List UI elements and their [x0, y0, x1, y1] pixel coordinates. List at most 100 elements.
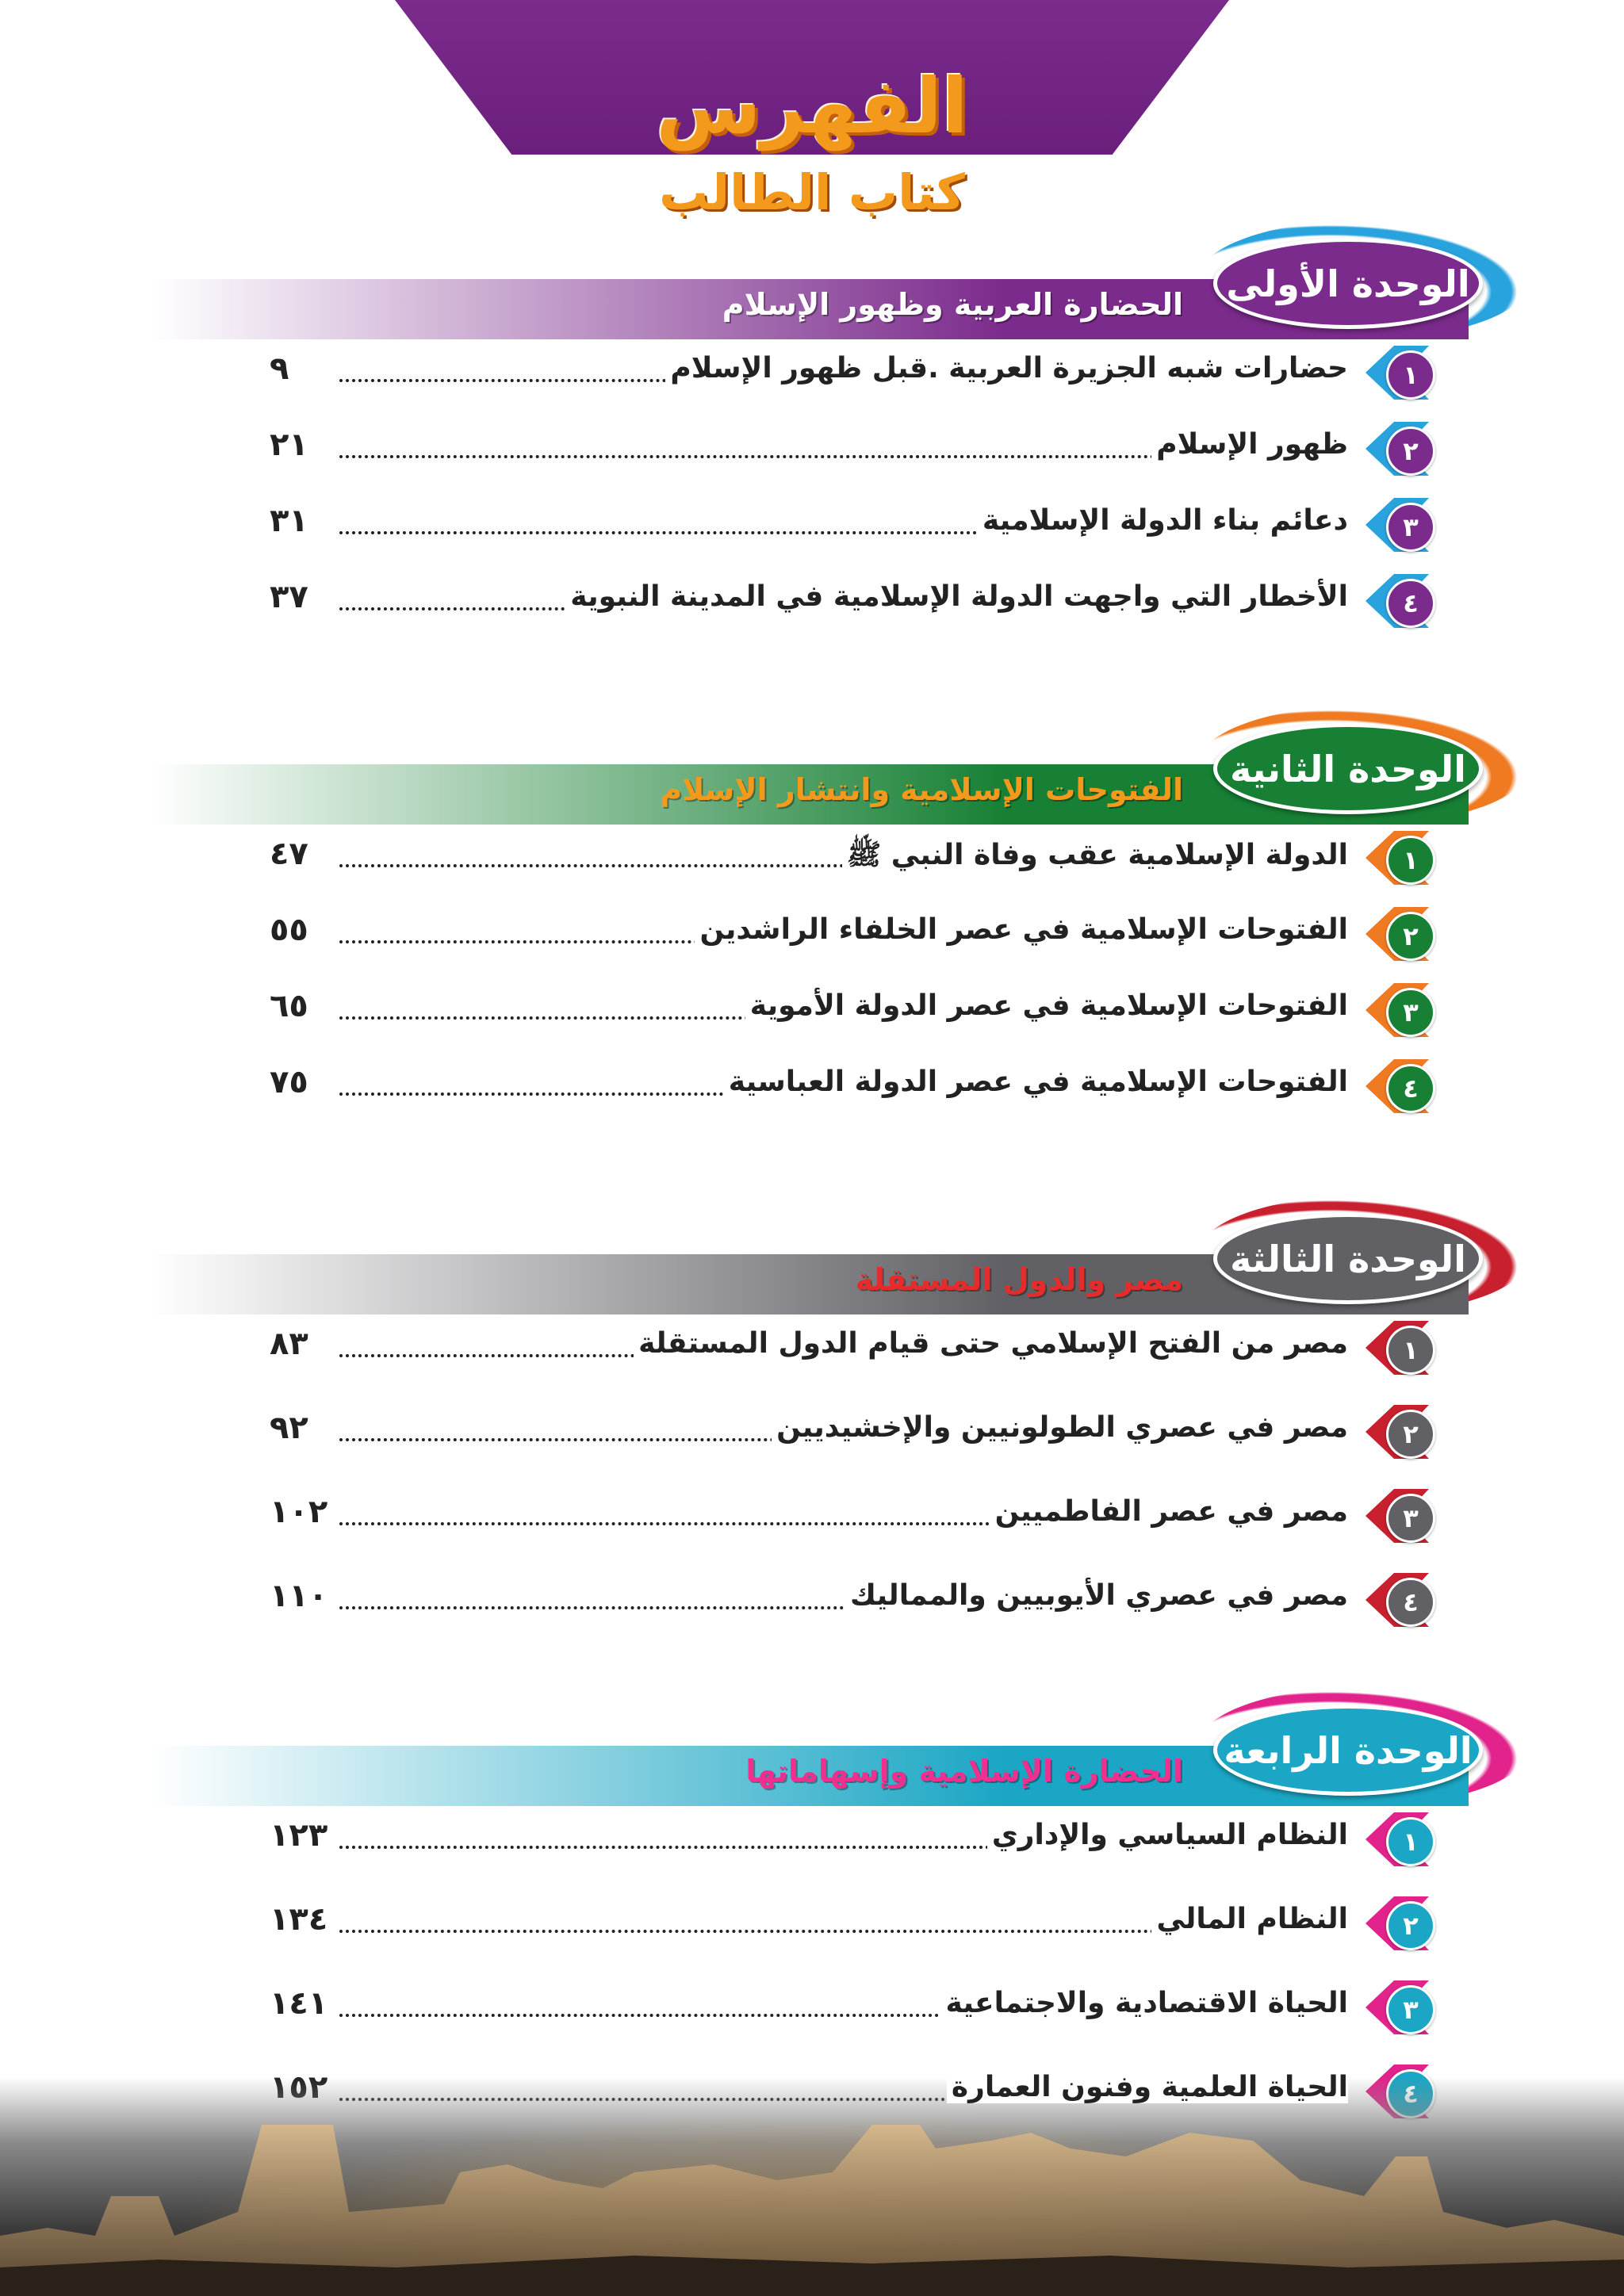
- lesson-number-marker: ١: [1364, 1321, 1435, 1375]
- lesson-title: الفتوحات الإسلامية في عصر الدولة الأموية: [745, 989, 1348, 1022]
- lesson-item[interactable]: ٣ مصر في عصر الفاطميين ١٠٢: [270, 1484, 1435, 1548]
- lesson-number-marker: ٢: [1364, 422, 1435, 476]
- dot-leader: [339, 1522, 1332, 1525]
- lesson-item[interactable]: ٤ الفتوحات الإسلامية في عصر الدولة العباس…: [270, 1054, 1435, 1118]
- lesson-number: ٢: [1386, 427, 1435, 476]
- lesson-item[interactable]: ٢ ظهور الإسلام ٢١: [270, 417, 1435, 480]
- lesson-number-marker: ٣: [1364, 983, 1435, 1037]
- lesson-page-number: ٩: [270, 350, 289, 387]
- dot-leader: [339, 1606, 1332, 1609]
- dot-leader: [339, 455, 1332, 458]
- lesson-number: ١: [1386, 350, 1435, 400]
- lesson-page-number: ٥٥: [270, 912, 308, 948]
- lesson-number-marker: ٢: [1364, 1896, 1435, 1950]
- lesson-item[interactable]: ٢ النظام المالي ١٣٤: [270, 1892, 1435, 1955]
- lesson-number: ٢: [1386, 912, 1435, 961]
- unit-label-badge: الوحدة الرابعة: [1213, 1705, 1483, 1796]
- lesson-title: دعائم بناء الدولة الإسلامية: [977, 504, 1348, 537]
- lesson-number-marker: ١: [1364, 1812, 1435, 1866]
- lesson-title: النظام السياسي والإداري: [986, 1819, 1348, 1851]
- lesson-title: الحياة الاقتصادية والاجتماعية: [940, 1987, 1348, 2019]
- dot-leader: [339, 531, 1332, 534]
- lesson-number: ٤: [1386, 579, 1435, 628]
- unit-title: الحضارة العربية وظهور الإسلام: [722, 287, 1183, 322]
- lesson-item[interactable]: ٢ الفتوحات الإسلامية في عصر الخلفاء الراش…: [270, 902, 1435, 966]
- lesson-title: النظام المالي: [1151, 1903, 1348, 1935]
- unit-section: الفتوحات الإسلامية وانتشار الإسلام الوحدة…: [0, 706, 1624, 1167]
- lesson-item[interactable]: ١ مصر من الفتح الإسلامي حتى قيام الدول ال…: [270, 1316, 1435, 1380]
- lesson-number-marker: ٤: [1364, 1573, 1435, 1627]
- lesson-page-number: ٣٧: [270, 579, 308, 615]
- lesson-item[interactable]: ١ حضارات شبه الجزيرة العربية .قبل ظهور ال…: [270, 341, 1435, 404]
- unit-label-badge: الوحدة الثالثة: [1213, 1213, 1483, 1304]
- lesson-number-marker: ٤: [1364, 1059, 1435, 1113]
- lesson-title: الأخطار التي واجهت الدولة الإسلامية في ا…: [565, 580, 1348, 613]
- dot-leader: [339, 1846, 1332, 1849]
- lesson-number: ١: [1386, 1326, 1435, 1375]
- page-title: الفهرس: [656, 62, 968, 151]
- lesson-item[interactable]: ٤ الأخطار التي واجهت الدولة الإسلامية في …: [270, 569, 1435, 633]
- unit-section: مصر والدول المستقلة الوحدة الثالثة ١ مصر من…: [0, 1196, 1624, 1657]
- lesson-page-number: ٨٣: [270, 1326, 308, 1362]
- lesson-page-number: ٤٧: [270, 836, 308, 872]
- lesson-number-marker: ١: [1364, 831, 1435, 885]
- unit-title: الفتوحات الإسلامية وانتشار الإسلام: [660, 772, 1183, 807]
- dot-leader: [339, 2014, 1332, 2017]
- unit-title: مصر والدول المستقلة: [855, 1262, 1183, 1297]
- unit-section: الحضارة العربية وظهور الإسلام الوحدة الأو…: [0, 220, 1624, 682]
- unit-title: الحضارة الإسلامية وإسهاماتها: [745, 1754, 1183, 1789]
- lesson-title: الحياة العلمية وفنون العمارة: [946, 2071, 1348, 2103]
- lesson-item[interactable]: ١ الدولة الإسلامية عقب وفاة النبي ﷺ ٤٧: [270, 826, 1435, 890]
- lesson-number-marker: ٤: [1364, 574, 1435, 628]
- lesson-page-number: ١٢٣: [270, 1817, 328, 1854]
- lesson-item[interactable]: ٣ دعائم بناء الدولة الإسلامية ٣١: [270, 493, 1435, 557]
- lesson-number: ٢: [1386, 1901, 1435, 1950]
- alhambra-silhouette-image: [0, 2125, 1624, 2296]
- lesson-page-number: ٢١: [270, 427, 308, 463]
- lesson-title: مصر من الفتح الإسلامي حتى قيام الدول الم…: [634, 1327, 1348, 1360]
- lesson-title: مصر في عصر الفاطميين: [990, 1495, 1348, 1528]
- bottom-photo: [0, 2077, 1624, 2296]
- lesson-number: ٢: [1386, 1410, 1435, 1459]
- lesson-page-number: ٧٥: [270, 1064, 308, 1100]
- lesson-title: مصر في عصري الطولونيين والإخشيديين: [772, 1411, 1348, 1444]
- lesson-page-number: ١١٠: [270, 1578, 328, 1614]
- lesson-page-number: ٣١: [270, 503, 308, 539]
- lesson-page-number: ٦٥: [270, 988, 308, 1024]
- lesson-item[interactable]: ٣ الفتوحات الإسلامية في عصر الدولة الأموي…: [270, 978, 1435, 1042]
- lesson-title: حضارات شبه الجزيرة العربية .قبل ظهور الإ…: [665, 352, 1348, 385]
- lesson-number: ١: [1386, 836, 1435, 885]
- lesson-number-marker: ٣: [1364, 1980, 1435, 2034]
- lesson-page-number: ١٤١: [270, 1985, 328, 2022]
- lesson-number: ١: [1386, 1817, 1435, 1866]
- lesson-number-marker: ٢: [1364, 907, 1435, 961]
- lesson-title: ظهور الإسلام: [1151, 428, 1348, 461]
- lesson-number: ٣: [1386, 1985, 1435, 2034]
- lesson-item[interactable]: ٣ الحياة الاقتصادية والاجتماعية ١٤١: [270, 1976, 1435, 2039]
- dot-leader: [339, 864, 1332, 867]
- page-subtitle: كتاب الطالب: [659, 163, 965, 221]
- unit-label-badge: الوحدة الأولى: [1213, 238, 1483, 329]
- lesson-page-number: ١٠٢: [270, 1494, 328, 1530]
- lesson-title: الدولة الإسلامية عقب وفاة النبي ﷺ: [841, 837, 1348, 878]
- lesson-number: ٣: [1386, 988, 1435, 1037]
- lesson-item[interactable]: ٤ مصر في عصري الأيوبيين والمماليك ١١٠: [270, 1568, 1435, 1632]
- lesson-page-number: ٩٢: [270, 1410, 308, 1446]
- lesson-title: الفتوحات الإسلامية في عصر الدولة العباسي…: [723, 1066, 1348, 1098]
- lesson-number-marker: ٣: [1364, 498, 1435, 552]
- lesson-number: ٣: [1386, 503, 1435, 552]
- lesson-number: ٤: [1386, 1578, 1435, 1627]
- lesson-number-marker: ١: [1364, 346, 1435, 400]
- unit-label-badge: الوحدة الثانية: [1213, 723, 1483, 814]
- lesson-page-number: ١٣٤: [270, 1901, 328, 1938]
- lesson-number: ٤: [1386, 1064, 1435, 1113]
- dot-leader: [339, 1930, 1332, 1933]
- lesson-title: الفتوحات الإسلامية في عصر الخلفاء الراشد…: [695, 913, 1348, 946]
- header-banner: [395, 0, 1229, 155]
- lesson-item[interactable]: ١ النظام السياسي والإداري ١٢٣: [270, 1808, 1435, 1871]
- lesson-number-marker: ٢: [1364, 1405, 1435, 1459]
- lesson-number: ٣: [1386, 1494, 1435, 1543]
- lesson-title: مصر في عصري الأيوبيين والمماليك: [845, 1579, 1348, 1612]
- lesson-item[interactable]: ٢ مصر في عصري الطولونيين والإخشيديين ٩٢: [270, 1400, 1435, 1464]
- lesson-number-marker: ٣: [1364, 1489, 1435, 1543]
